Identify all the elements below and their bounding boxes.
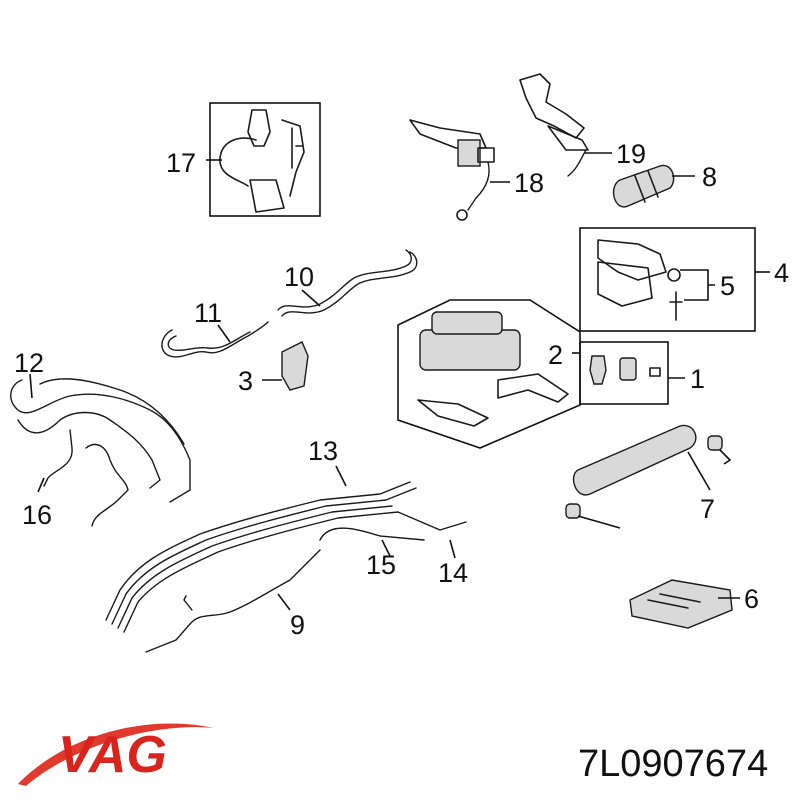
part-7-damper	[565, 424, 723, 519]
callout-4: 4	[774, 258, 789, 288]
part-10-pipe	[277, 249, 418, 317]
part-15-pipe	[319, 527, 425, 541]
leader-11	[217, 324, 231, 343]
part-13-pipe-bundle	[105, 481, 467, 633]
callout-11: 11	[194, 298, 222, 328]
part-11-pipe	[161, 321, 269, 358]
logo-text: VAG	[58, 726, 167, 784]
logo-swoosh	[18, 723, 214, 786]
leader-14	[449, 539, 456, 559]
part-18-level-sensor	[409, 119, 495, 221]
leader-15	[381, 539, 391, 557]
part-16-pipe	[43, 429, 129, 527]
callout-14: 14	[438, 558, 468, 588]
callout-7: 7	[700, 494, 715, 524]
leader-13	[335, 465, 347, 487]
leader-10	[301, 289, 321, 307]
callout-1: 1	[690, 364, 705, 394]
callout-17: 17	[166, 148, 196, 178]
part-12-pipe-set	[10, 378, 191, 503]
callout-6: 6	[744, 584, 759, 614]
leader-9	[277, 593, 291, 611]
leader-12	[29, 373, 33, 399]
part-4-valve-assembly	[579, 227, 756, 332]
vag-logo: VAG	[18, 723, 214, 786]
callout-2: 2	[548, 340, 563, 370]
callout-19: 19	[616, 139, 646, 169]
part-number: 7L0907674	[578, 743, 768, 785]
callout-10: 10	[284, 262, 314, 292]
part-8-accumulator	[612, 164, 675, 208]
callout-12: 12	[14, 348, 44, 378]
callout-9: 9	[290, 610, 305, 640]
callout-8: 8	[702, 162, 717, 192]
part-19-bracket-sensor	[519, 73, 589, 177]
leader-16	[37, 477, 45, 493]
leader-5	[680, 269, 715, 301]
callout-5: 5	[720, 271, 735, 301]
part-17-harness	[209, 102, 321, 217]
callout-18: 18	[514, 168, 544, 198]
part-1-compressor-assembly	[397, 299, 669, 449]
part-9-pipe	[145, 549, 321, 653]
part-6-control-unit	[629, 579, 733, 629]
leader-7	[577, 449, 732, 529]
callout-13: 13	[308, 436, 338, 466]
part-3-bracket	[281, 341, 309, 391]
callout-15: 15	[366, 550, 396, 580]
callout-16: 16	[22, 500, 52, 530]
callout-3: 3	[238, 366, 253, 396]
